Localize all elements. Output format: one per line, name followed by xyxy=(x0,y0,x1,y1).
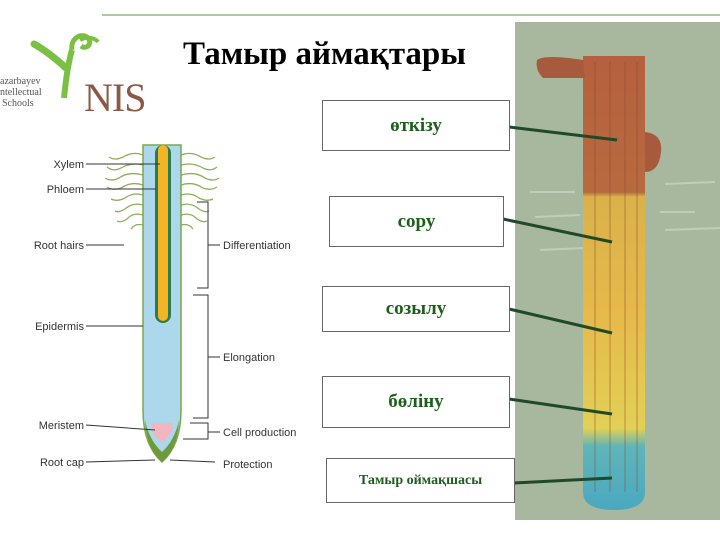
root-zones-image xyxy=(515,22,720,520)
header-divider xyxy=(102,14,720,16)
label-leader-lines xyxy=(85,163,220,463)
xylem xyxy=(158,145,168,321)
label-xylem: Xylem xyxy=(53,159,84,171)
page-title: Тамыр аймақтары xyxy=(183,36,467,72)
zone-label-absorption: сору xyxy=(329,196,504,247)
nis-logo: azarbayev ntellectual Schools NIS xyxy=(0,28,170,118)
root-diagram: Xylem Phloem Root hairs Epidermis Merist… xyxy=(34,144,296,471)
logo-sprout-icon xyxy=(30,33,100,98)
logo-line-1: azarbayev xyxy=(0,76,41,87)
zone-label-division: бөліну xyxy=(322,376,510,428)
logo-subtitle: azarbayev ntellectual Schools xyxy=(0,76,42,109)
logo-line-3: Schools xyxy=(2,98,34,109)
label-phloem: Phloem xyxy=(47,184,84,196)
label-cell-production: Cell production xyxy=(223,427,296,439)
label-differentiation: Differentiation xyxy=(223,240,291,252)
zone-label-elongation: созылу xyxy=(322,286,510,332)
label-protection: Protection xyxy=(223,459,273,471)
label-epidermis: Epidermis xyxy=(35,321,84,333)
zone-label-root-cap: Тамыр оймақшасы xyxy=(326,458,515,503)
logo-brand: NIS xyxy=(84,75,146,120)
label-elongation: Elongation xyxy=(223,352,275,364)
label-meristem: Meristem xyxy=(39,420,84,432)
logo-line-2: ntellectual xyxy=(0,87,42,98)
label-root-cap: Root cap xyxy=(40,457,84,469)
root-zones-drawing xyxy=(530,56,720,510)
root-cap xyxy=(145,420,179,462)
zone-label-conduction: өткізу xyxy=(322,100,510,151)
meristem xyxy=(151,423,173,442)
label-root-hairs: Root hairs xyxy=(34,240,85,252)
